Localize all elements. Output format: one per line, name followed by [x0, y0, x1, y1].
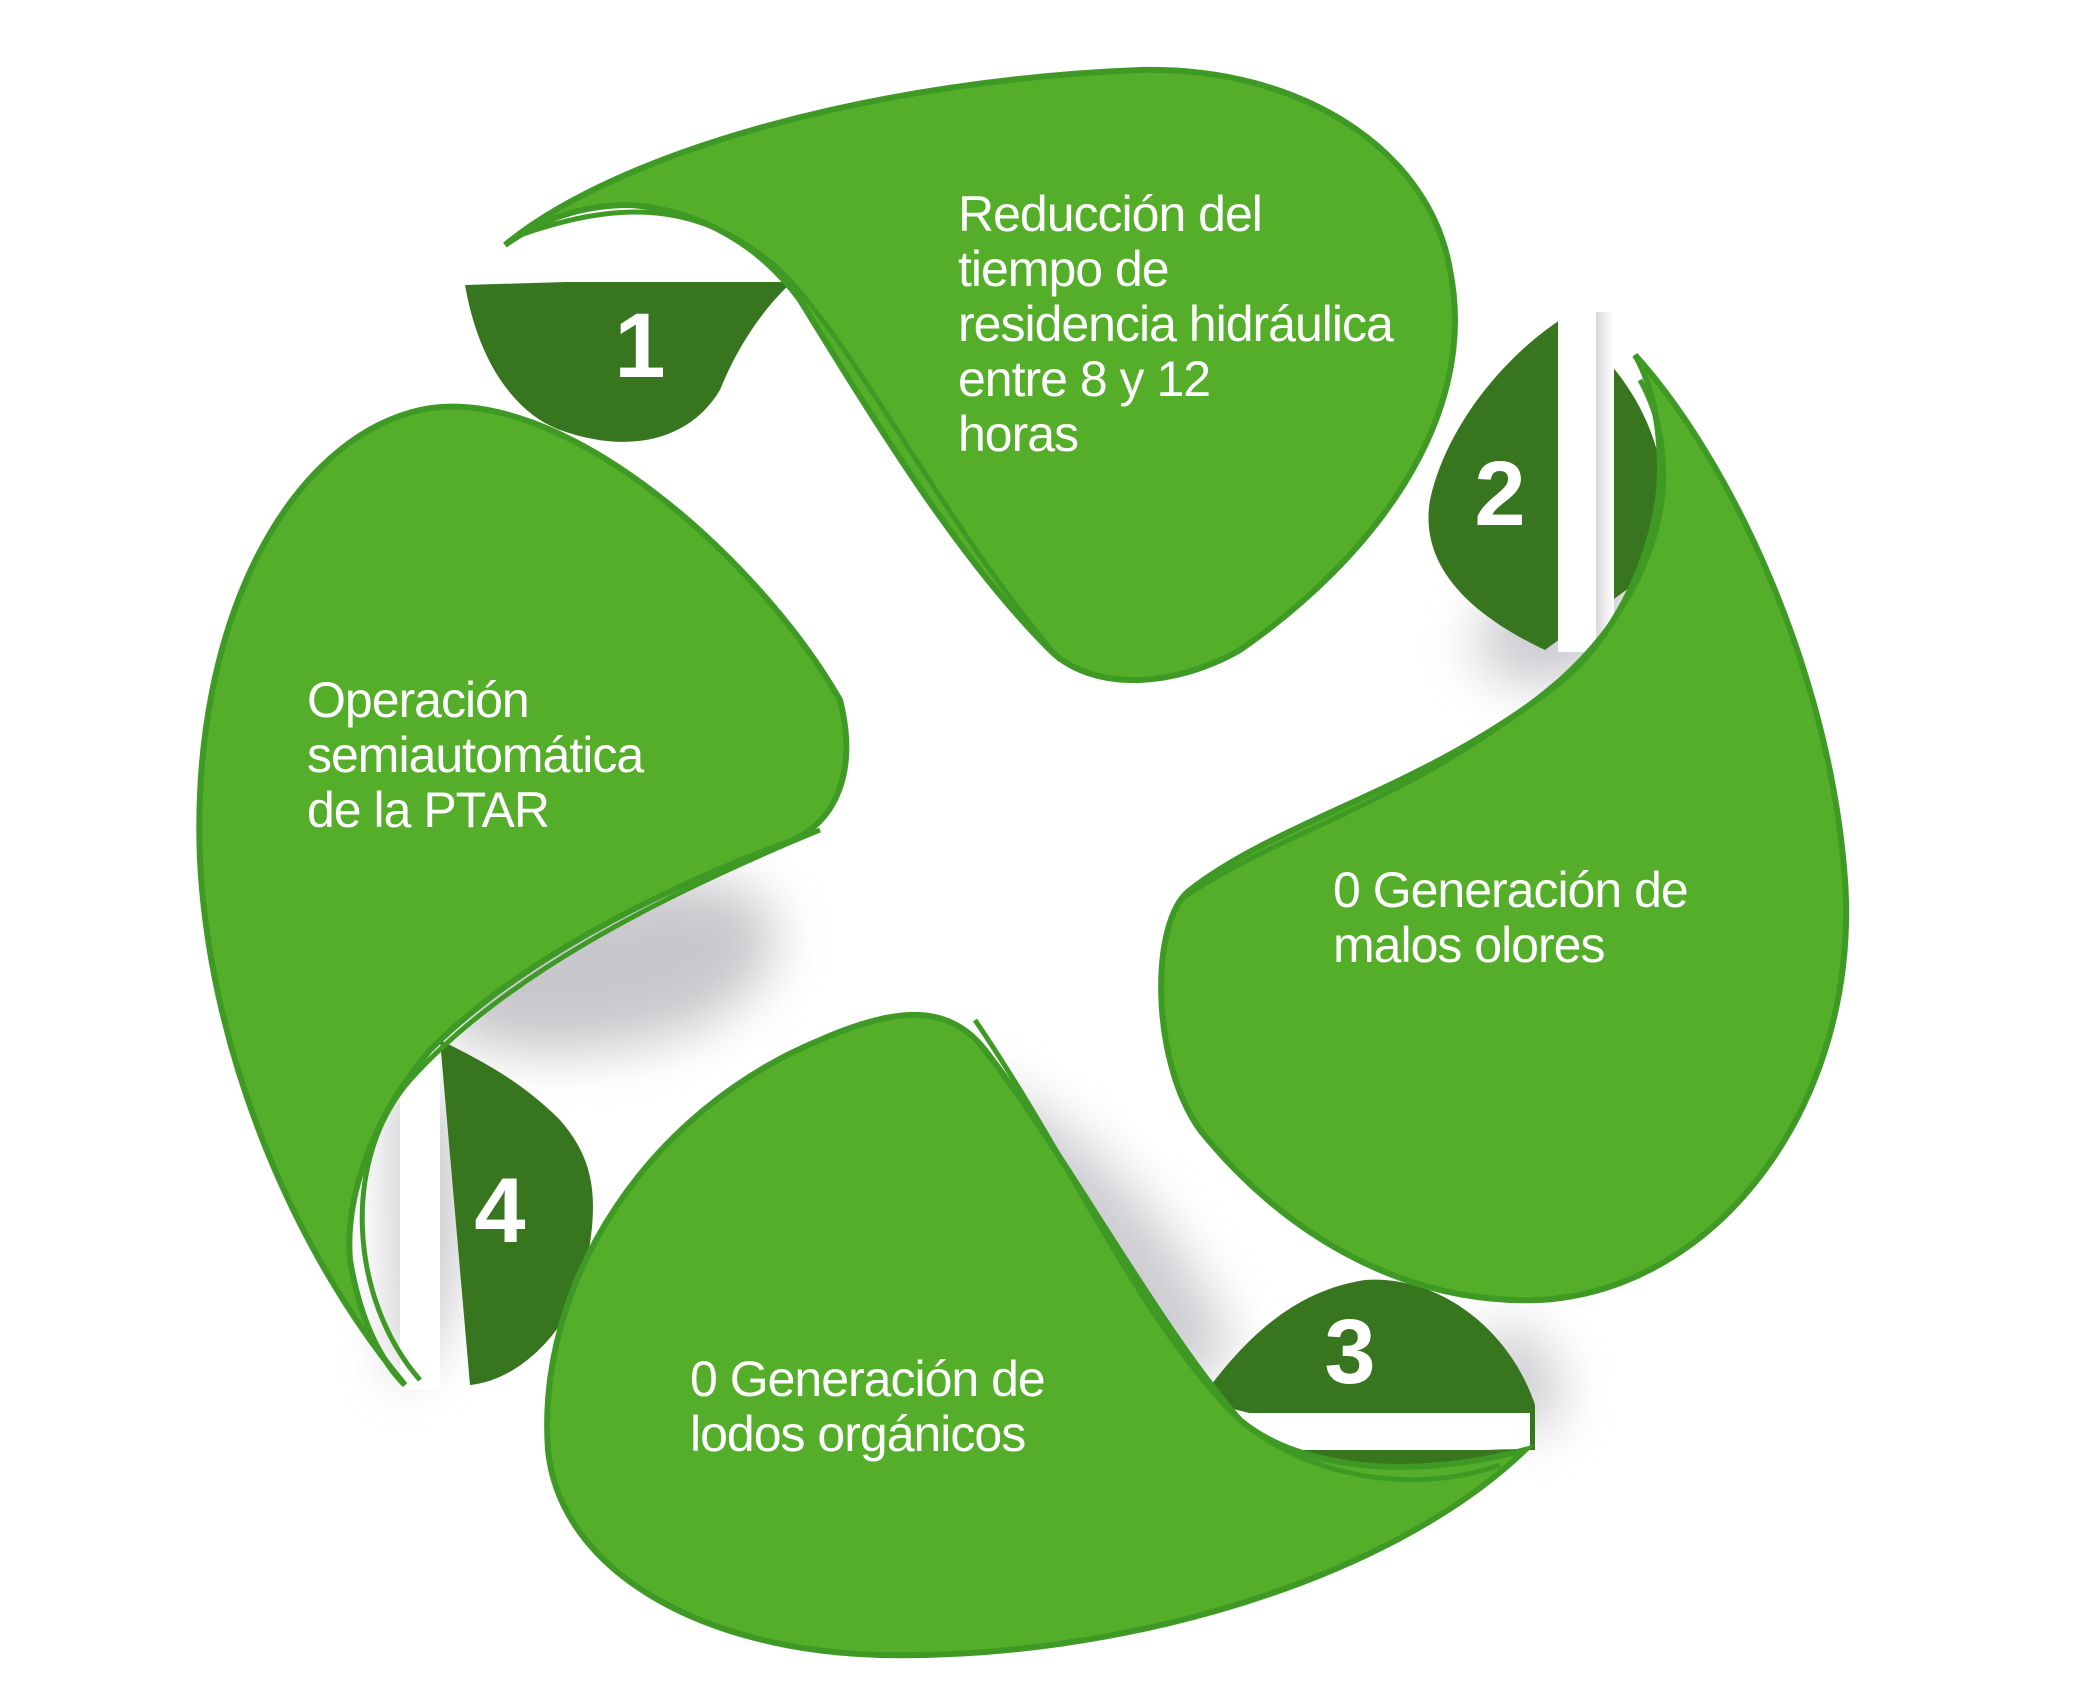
step-1-line-4: entre 8 y 12 — [958, 351, 1211, 407]
step-4-number: 4 — [474, 1160, 526, 1262]
step-2-text: 0 Generación de malos olores — [1333, 862, 1689, 973]
tab-4-dark — [440, 1040, 593, 1385]
step-2-line-2: malos olores — [1333, 917, 1605, 973]
curl-line-2 — [1178, 378, 1667, 903]
step-1-line-5: horas — [958, 406, 1079, 462]
leaf-3 — [544, 1012, 1536, 1659]
tab-3-dark — [1200, 1279, 1535, 1450]
tab-1-dark — [465, 275, 800, 442]
gap-2 — [1558, 312, 1596, 652]
step-3-number: 3 — [1324, 1301, 1376, 1403]
curl-line-1 — [519, 209, 1062, 662]
step-3-line-1: 0 Generación de — [690, 1351, 1046, 1407]
step-4-line-3: de la PTAR — [307, 782, 550, 838]
step-3-text: 0 Generación de lodos orgánicos — [690, 1351, 1046, 1462]
curl-line-3 — [972, 1018, 1501, 1483]
step-1-text: Reducción del tiempo de residencia hidrá… — [958, 186, 1394, 462]
step-4-line-2: semiautomática — [307, 727, 644, 783]
step-3-line-2: lodos orgánicos — [690, 1406, 1026, 1462]
step-1-line-2: tiempo de — [958, 241, 1170, 297]
step-2-line-1: 0 Generación de — [1333, 862, 1689, 918]
gap-1 — [462, 248, 792, 282]
gap-4 — [400, 1060, 440, 1390]
step-1-line-3: residencia hidráulica — [958, 296, 1394, 352]
step-4-line-1: Operación — [307, 672, 530, 728]
curl-line-4 — [359, 827, 821, 1382]
step-1-number: 1 — [614, 295, 666, 397]
gap-2-shade — [1596, 312, 1614, 642]
step-1-line-1: Reducción del — [958, 186, 1263, 242]
step-2-number: 2 — [1474, 443, 1526, 545]
step-4-text: Operación semiautomática de la PTAR — [307, 672, 644, 838]
